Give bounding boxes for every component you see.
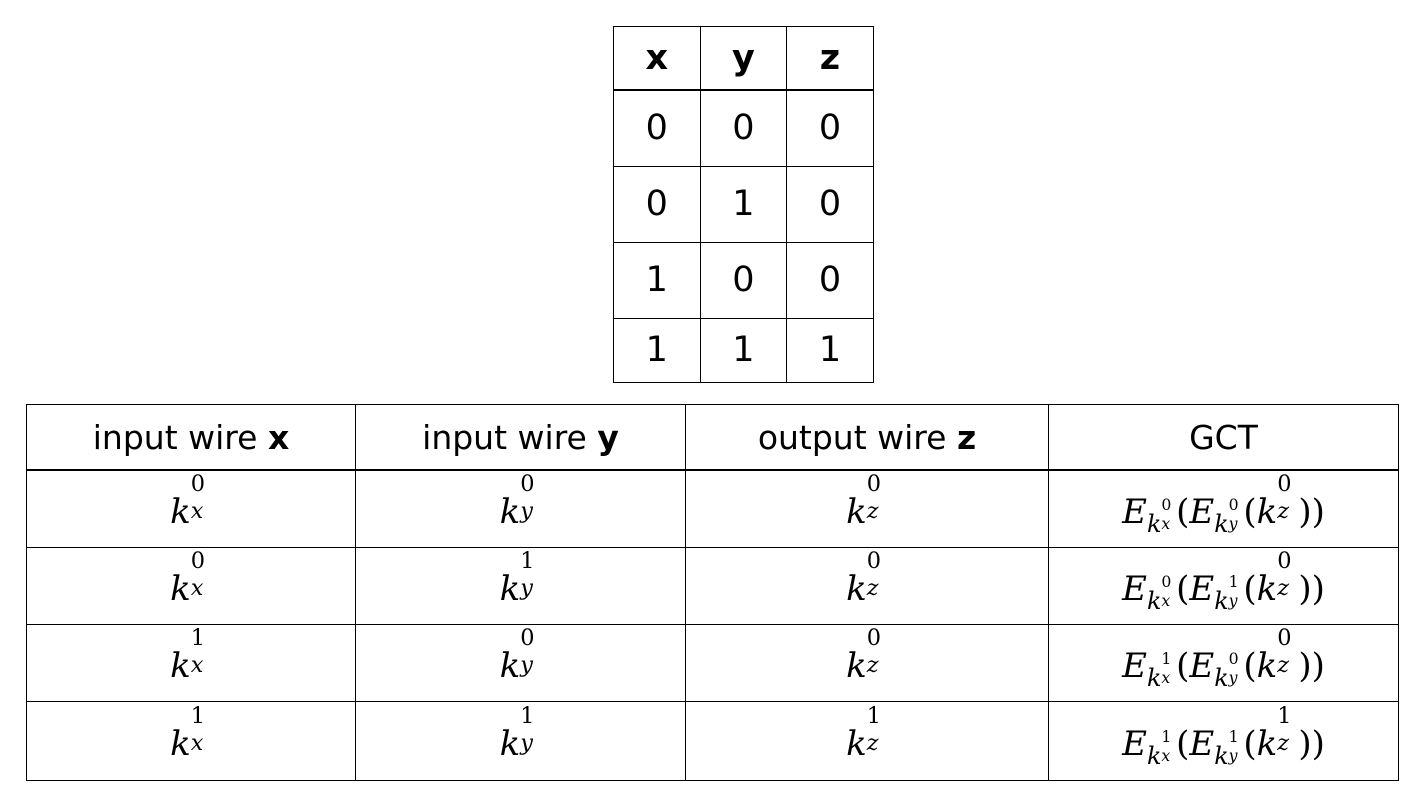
gct-header-output-wire-z: output wire z xyxy=(685,404,1049,471)
gct-header-input-wire-y: input wire y xyxy=(355,404,686,471)
truth-table-row: 1 0 0 xyxy=(613,242,874,319)
truth-cell-z: 0 xyxy=(786,89,874,167)
gct-header-row: input wire x input wire y output wire z … xyxy=(26,404,1399,471)
gct-header-variable: y xyxy=(597,417,619,457)
truth-cell-y: 1 xyxy=(699,318,788,383)
gct-header-prefix: input wire xyxy=(92,417,268,457)
truth-cell-y: 0 xyxy=(699,242,788,319)
truth-table-header-row: x y z xyxy=(613,26,874,91)
truth-cell-x: 0 xyxy=(613,89,701,167)
truth-cell-x: 1 xyxy=(613,242,701,319)
truth-table-row: 0 0 0 xyxy=(613,89,874,167)
gct-header-prefix: GCT xyxy=(1189,417,1258,457)
truth-cell-z: 0 xyxy=(786,242,874,319)
gct-header-input-wire-x: input wire x xyxy=(26,404,356,471)
gct-header-prefix: output wire xyxy=(757,417,957,457)
and-gate-truth-table: x y z 0 0 0 0 1 0 1 0 0 1 1 1 xyxy=(613,26,874,383)
truth-header-y: y xyxy=(699,26,788,91)
truth-cell-z: 1 xyxy=(786,318,874,383)
truth-header-x: x xyxy=(613,26,701,91)
truth-table-row: 0 1 0 xyxy=(613,166,874,243)
gct-header-variable: x xyxy=(267,417,290,457)
truth-cell-y: 0 xyxy=(699,89,788,167)
garbled-computation-table: input wire x input wire y output wire z … xyxy=(26,404,1399,781)
truth-cell-x: 1 xyxy=(613,318,701,383)
gct-header-variable: z xyxy=(956,417,977,457)
truth-cell-y: 1 xyxy=(699,166,788,243)
truth-cell-x: 0 xyxy=(613,166,701,243)
gct-header-prefix: input wire xyxy=(422,417,598,457)
truth-cell-z: 0 xyxy=(786,166,874,243)
truth-table-row: 1 1 1 xyxy=(613,318,874,383)
gct-header-gct: GCT xyxy=(1048,404,1399,471)
truth-header-z: z xyxy=(786,26,874,91)
